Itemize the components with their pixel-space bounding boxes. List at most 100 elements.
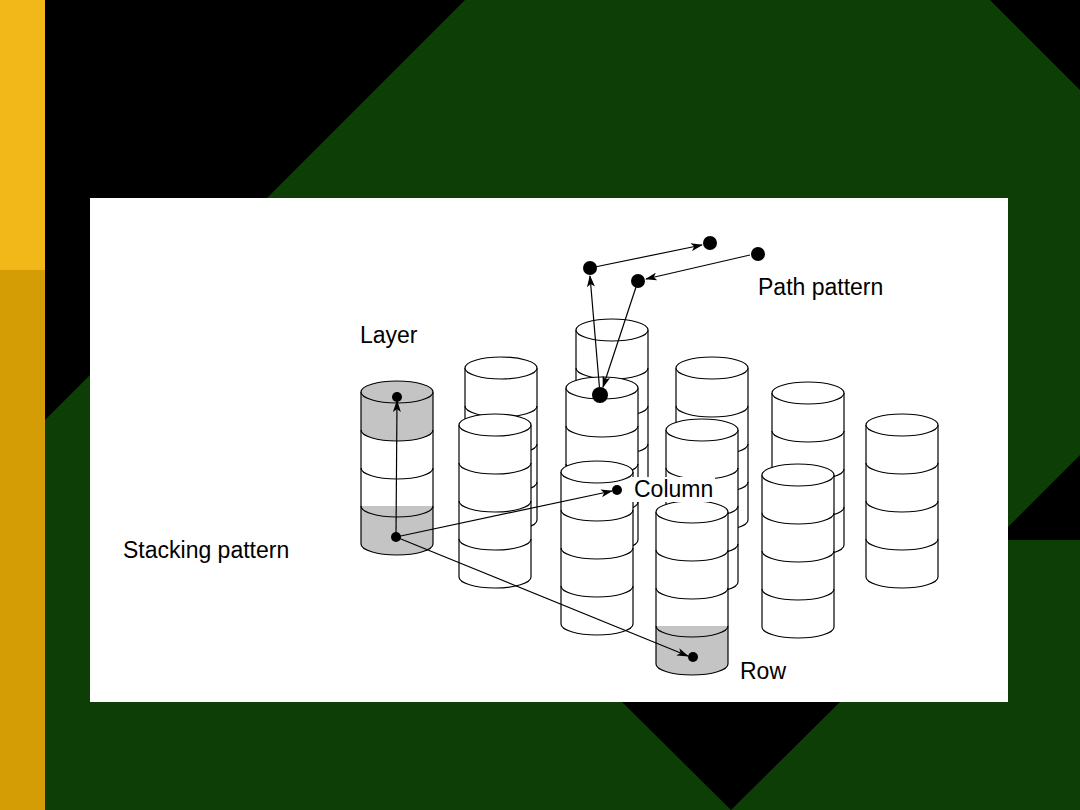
cylinder-body <box>762 475 834 638</box>
cylinder-side <box>843 393 844 545</box>
pattern-arrow <box>590 276 600 394</box>
pattern-arrow <box>396 401 397 537</box>
cylinder-side <box>536 368 537 520</box>
pattern-dot <box>688 652 698 662</box>
layer-edge <box>762 589 834 600</box>
cylinder-body <box>361 392 433 555</box>
cylinder-top <box>561 461 633 483</box>
cylinder-body <box>866 425 938 588</box>
pattern-dot <box>751 247 765 261</box>
label-anchor: Column <box>632 477 715 502</box>
layer-edge <box>561 510 633 521</box>
black-triangle <box>1008 455 1080 540</box>
layer-edge <box>566 426 638 437</box>
cylinder-side <box>865 425 866 577</box>
gold-bar <box>0 270 45 810</box>
cylinder-side <box>747 368 748 520</box>
cylinder-body <box>561 472 633 635</box>
label-anchor: Row <box>740 659 786 684</box>
layer-edge <box>676 406 748 417</box>
pattern-arrow <box>396 537 688 656</box>
part-label: Row <box>740 659 786 684</box>
cylinder-top <box>459 414 531 436</box>
cylinder-top <box>666 419 738 441</box>
cylinder-top <box>576 319 648 341</box>
part-label: Stacking pattern <box>123 538 289 563</box>
cylinder-side <box>647 330 648 482</box>
cylinder-top <box>676 357 748 379</box>
cylinder-top <box>361 381 433 403</box>
layer-edge <box>656 550 728 561</box>
pattern-dot <box>583 261 597 275</box>
cylinder-side <box>937 425 938 577</box>
layer-edge <box>361 506 433 517</box>
layer-edge <box>762 551 834 562</box>
layer-edge <box>866 577 938 588</box>
part-label: Path pattern <box>758 275 883 300</box>
layer-edge <box>762 627 834 638</box>
layer-edge <box>866 539 938 550</box>
cylinder-stack <box>656 501 728 675</box>
black-triangle <box>620 700 842 810</box>
pattern-arrow <box>396 491 612 537</box>
pattern-dot <box>392 392 402 402</box>
cylinder-side <box>432 392 433 544</box>
yellow-bar <box>0 0 45 270</box>
cylinder-side <box>458 425 459 577</box>
cylinder-top <box>465 357 537 379</box>
white-panel <box>90 198 1008 702</box>
cylinder-body <box>459 425 531 588</box>
cylinder-side <box>727 512 728 664</box>
label-anchor: Path pattern <box>758 275 883 300</box>
shaded-layer <box>656 626 728 675</box>
cylinder-stack <box>762 464 834 638</box>
pattern-arrow <box>646 255 750 279</box>
cylinder-body <box>656 512 728 675</box>
cylinder-stack <box>459 414 531 588</box>
pattern-arrow <box>603 281 638 387</box>
cylinder-top <box>866 414 938 436</box>
part-label: Column <box>632 477 715 502</box>
pattern-dot <box>631 274 645 288</box>
cylinder-stack <box>866 414 938 588</box>
label-anchor: Stacking pattern <box>123 538 289 563</box>
cylinder-side <box>655 512 656 664</box>
layer-edge <box>866 463 938 474</box>
pattern-dot <box>592 387 608 403</box>
layer-edge <box>656 664 728 675</box>
layer-edge <box>866 501 938 512</box>
label-anchor: Layer <box>360 323 418 348</box>
pattern-dot <box>703 236 717 250</box>
pattern-arrows <box>391 236 765 662</box>
layer-edge <box>772 431 844 442</box>
cylinder-side <box>833 475 834 627</box>
layer-edge <box>656 588 728 599</box>
black-triangle <box>990 0 1080 90</box>
cylinder-side <box>637 388 638 540</box>
cylinder-stacks <box>361 319 938 675</box>
layer-edge <box>459 463 531 474</box>
layer-edge <box>561 586 633 597</box>
cylinder-stack <box>361 381 433 555</box>
cylinder-side <box>360 392 361 544</box>
cylinder-top <box>762 464 834 486</box>
pattern-dot <box>612 485 622 495</box>
layer-edge <box>361 544 433 555</box>
cylinder-top <box>656 501 728 523</box>
cylinder-side <box>530 425 531 577</box>
cylinder-side <box>560 472 561 624</box>
cylinder-top <box>772 382 844 404</box>
pattern-dot <box>391 532 401 542</box>
layer-edge <box>762 513 834 524</box>
cylinder-side <box>737 430 738 582</box>
cylinder-side <box>761 475 762 627</box>
layer-edge <box>459 539 531 550</box>
pattern-arrow <box>590 245 702 268</box>
layer-edge <box>459 577 531 588</box>
layer-edge <box>561 548 633 559</box>
part-label: Layer <box>360 323 418 348</box>
